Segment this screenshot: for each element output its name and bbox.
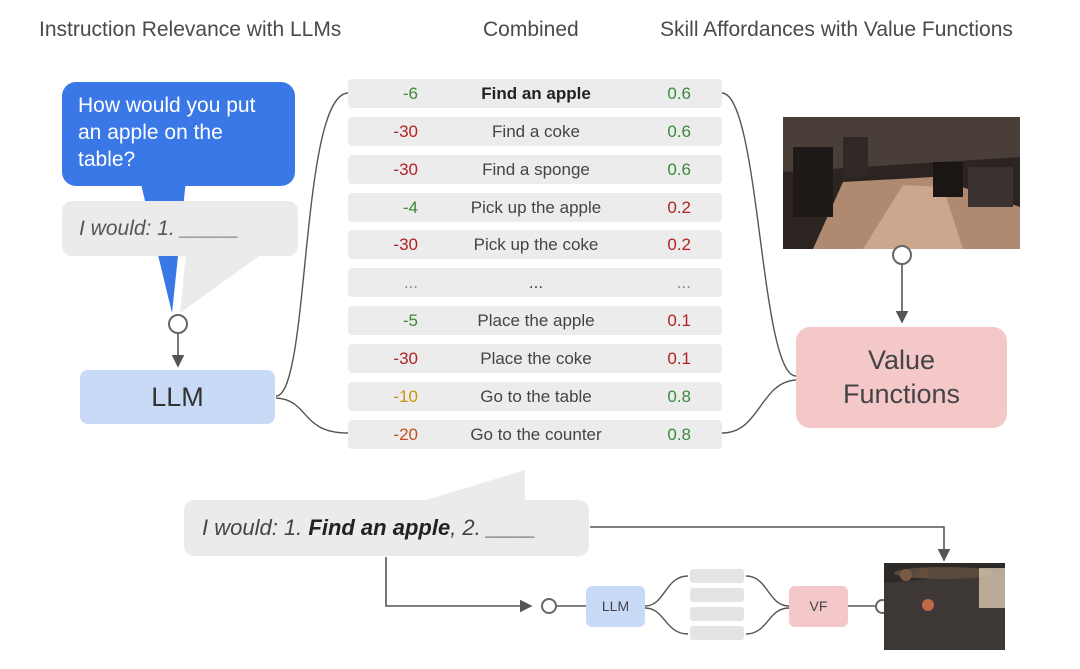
result-prefix: I would: 1. xyxy=(202,515,309,540)
answer-prefix-bubble: I would: 1. _____ xyxy=(62,201,298,256)
llm-score: -4 xyxy=(402,198,418,217)
skill-name: Find an apple xyxy=(481,84,591,103)
header-skill-affordances: Skill Affordances with Value Functions xyxy=(660,18,1013,41)
loop-input-circle xyxy=(541,598,557,614)
value-functions-label: Value Functions xyxy=(842,345,961,409)
value-score: ... xyxy=(676,273,691,292)
table-apple-image xyxy=(884,563,1005,650)
skill-row: -4 Pick up the apple 0.2 xyxy=(348,193,722,222)
loop-mini-row xyxy=(690,588,744,602)
skill-row: -30 Place the coke 0.1 xyxy=(348,344,722,373)
llm-score: -30 xyxy=(393,122,418,141)
loop-mini-row xyxy=(690,569,744,583)
question-bubble: How would you put an apple on the table? xyxy=(62,82,295,186)
value-score: 0.2 xyxy=(667,235,691,254)
skill-name: Find a coke xyxy=(492,122,580,141)
llm-score: -30 xyxy=(393,235,418,254)
skill-name: Place the coke xyxy=(480,349,592,368)
gray-bubble-tail xyxy=(180,254,262,313)
value-score: 0.8 xyxy=(667,425,691,444)
skill-name: Go to the table xyxy=(480,387,592,406)
bottom-bubble-tail xyxy=(420,470,525,502)
value-score: 0.1 xyxy=(667,311,691,330)
skill-row: -20 Go to the counter 0.8 xyxy=(348,420,722,449)
llm-score: ... xyxy=(403,273,418,292)
loop-mini-row xyxy=(690,607,744,621)
value-score: 0.6 xyxy=(667,122,691,141)
loop-mini-row xyxy=(690,626,744,640)
join-node-circle xyxy=(168,314,188,334)
value-functions-box: Value Functions xyxy=(796,327,1007,428)
value-score: 0.8 xyxy=(667,387,691,406)
value-score: 0.1 xyxy=(667,349,691,368)
skill-row: -30 Pick up the coke 0.2 xyxy=(348,230,722,259)
skill-row: -10 Go to the table 0.8 xyxy=(348,382,722,411)
skill-row: -5 Place the apple 0.1 xyxy=(348,306,722,335)
value-score: 0.6 xyxy=(667,84,691,103)
header-combined: Combined xyxy=(483,18,579,41)
skill-row: ......... xyxy=(348,268,722,297)
robot-view-image xyxy=(783,117,1020,249)
value-score: 0.2 xyxy=(667,198,691,217)
llm-score: -10 xyxy=(393,387,418,406)
question-text: How would you put an apple on the table? xyxy=(78,94,256,171)
result-chosen-skill: Find an apple xyxy=(308,515,451,540)
skill-row: -30 Find a sponge 0.6 xyxy=(348,155,722,184)
loop-llm-box: LLM xyxy=(586,586,645,627)
loop-vf-box: VF xyxy=(789,586,848,627)
header-instruction-relevance: Instruction Relevance with LLMs xyxy=(39,18,342,41)
skill-row: -30 Find a coke 0.6 xyxy=(348,117,722,146)
skill-name: Place the apple xyxy=(477,311,595,330)
skill-row: -6 Find an apple 0.6 xyxy=(348,79,722,108)
llm-box: LLM xyxy=(80,370,275,424)
llm-score: -30 xyxy=(393,160,418,179)
result-suffix: , 2. ____ xyxy=(450,515,536,540)
skill-name: Find a sponge xyxy=(482,160,590,179)
image-node-circle xyxy=(892,245,912,265)
llm-score: -6 xyxy=(402,84,418,103)
answer-prefix-text: I would: 1. _____ xyxy=(79,217,239,240)
value-score: 0.6 xyxy=(667,160,691,179)
llm-score: -30 xyxy=(393,349,418,368)
llm-score: -20 xyxy=(393,425,418,444)
result-bubble: I would: 1. Find an apple, 2. ____ xyxy=(184,500,589,556)
skill-name: Go to the counter xyxy=(470,425,602,444)
skill-name: ... xyxy=(528,273,544,292)
llm-score: -5 xyxy=(402,311,418,330)
skill-name: Pick up the coke xyxy=(473,235,599,254)
skill-name: Pick up the apple xyxy=(470,198,602,217)
